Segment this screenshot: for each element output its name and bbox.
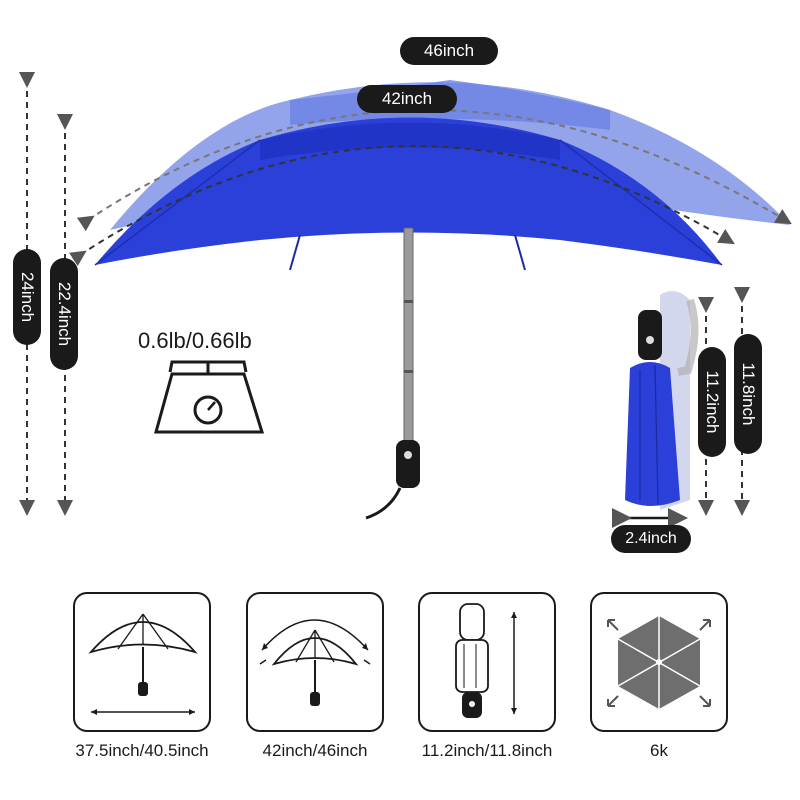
feature-label-span: 42inch/46inch — [262, 741, 368, 760]
feature-box-open — [73, 592, 211, 732]
folded-height-inner-label: 11.2inch — [698, 347, 726, 457]
scale-icon — [154, 360, 265, 434]
weight-label: 0.6lb/0.66lb — [138, 328, 252, 353]
umbrella-open-icon — [88, 613, 198, 715]
feature-label-folded: 11.2inch/11.8inch — [421, 741, 553, 760]
feature-box-ribs — [590, 592, 728, 732]
folded-diameter-label: 2.4inch — [611, 525, 691, 553]
umbrella-span-icon — [259, 619, 371, 706]
folded-height-outer-label: 11.8inch — [734, 334, 762, 454]
feature-box-folded — [418, 592, 556, 732]
open-outer-width-label: 46inch — [400, 37, 498, 65]
umbrella-shaft — [403, 227, 414, 444]
feature-box-span — [246, 592, 384, 732]
hexagon-canopy-icon — [607, 616, 711, 709]
feature-label-ribs: 6k — [650, 741, 668, 760]
folded-umbrella-handle — [638, 310, 662, 360]
height-outer-label: 24inch — [13, 249, 41, 345]
height-inner-label: 22.4inch — [50, 258, 78, 370]
folded-umbrella-icon — [455, 603, 517, 718]
feature-label-open: 37.5inch/40.5inch — [75, 741, 209, 760]
folded-umbrella-canopy — [625, 362, 680, 506]
umbrella-illustration — [19, 72, 792, 528]
umbrella-handle — [396, 440, 420, 488]
open-inner-width-label: 42inch — [357, 85, 457, 113]
